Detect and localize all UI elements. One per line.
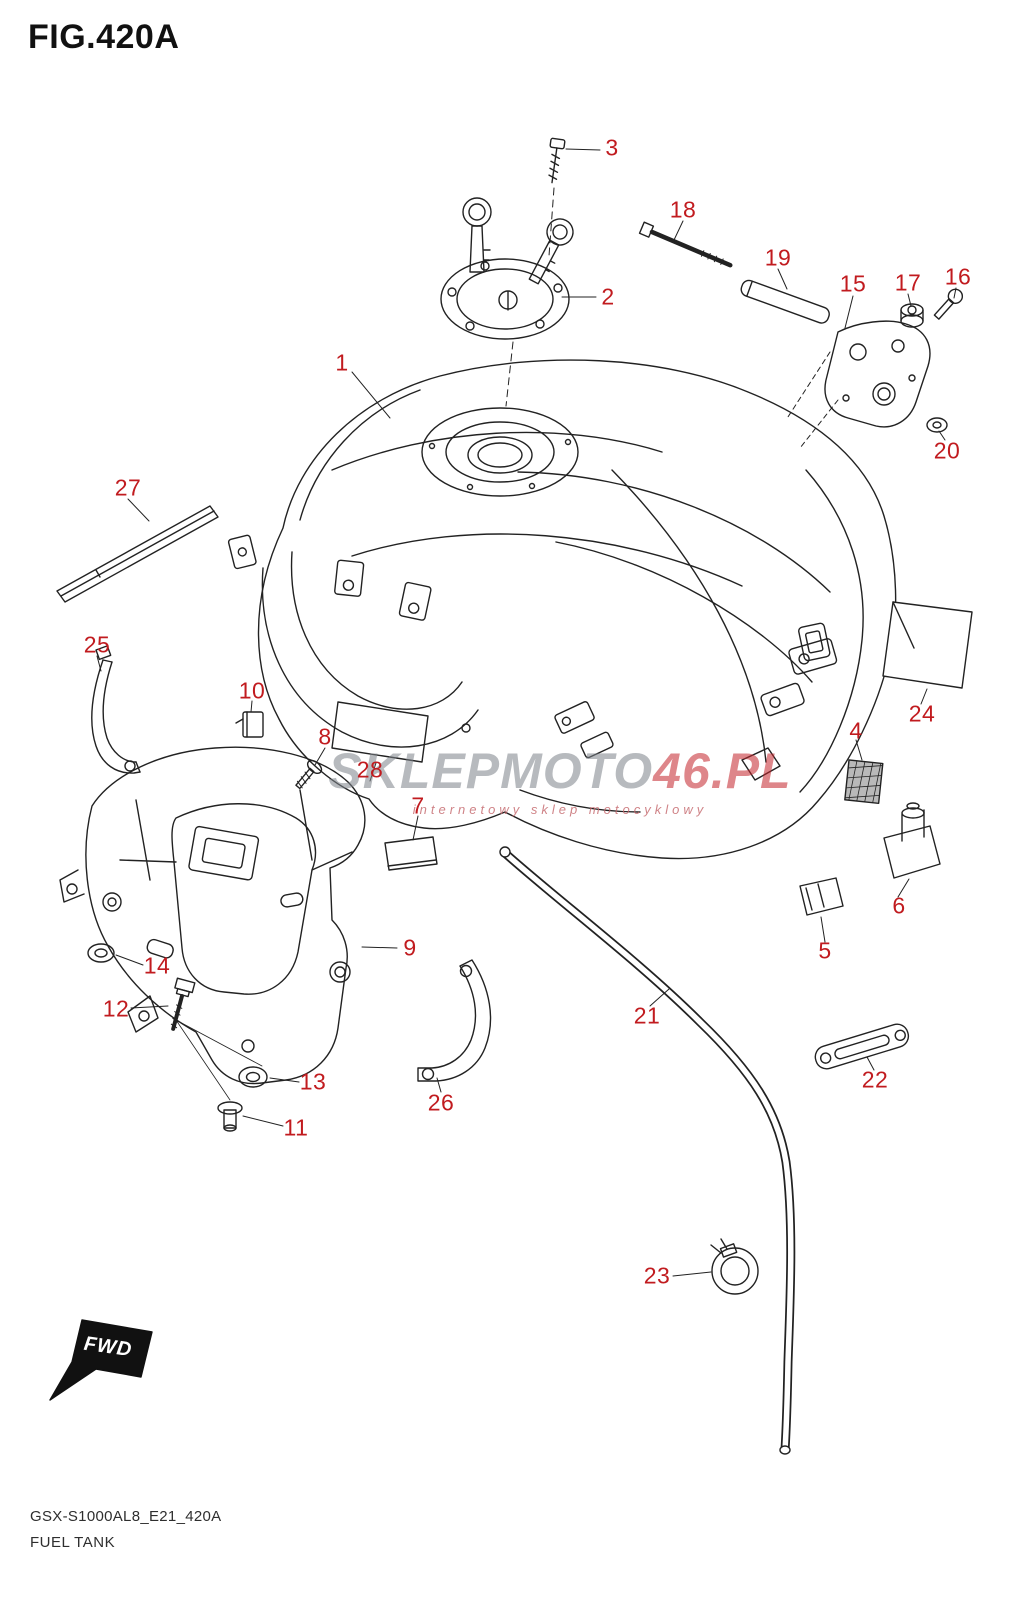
footer: GSX-S1000AL8_E21_420A FUEL TANK [30,1508,221,1551]
model-code: GSX-S1000AL8_E21_420A [30,1508,222,1525]
figure-name: FUEL TANK [30,1534,116,1551]
figure-title: FIG.420A [28,18,180,56]
